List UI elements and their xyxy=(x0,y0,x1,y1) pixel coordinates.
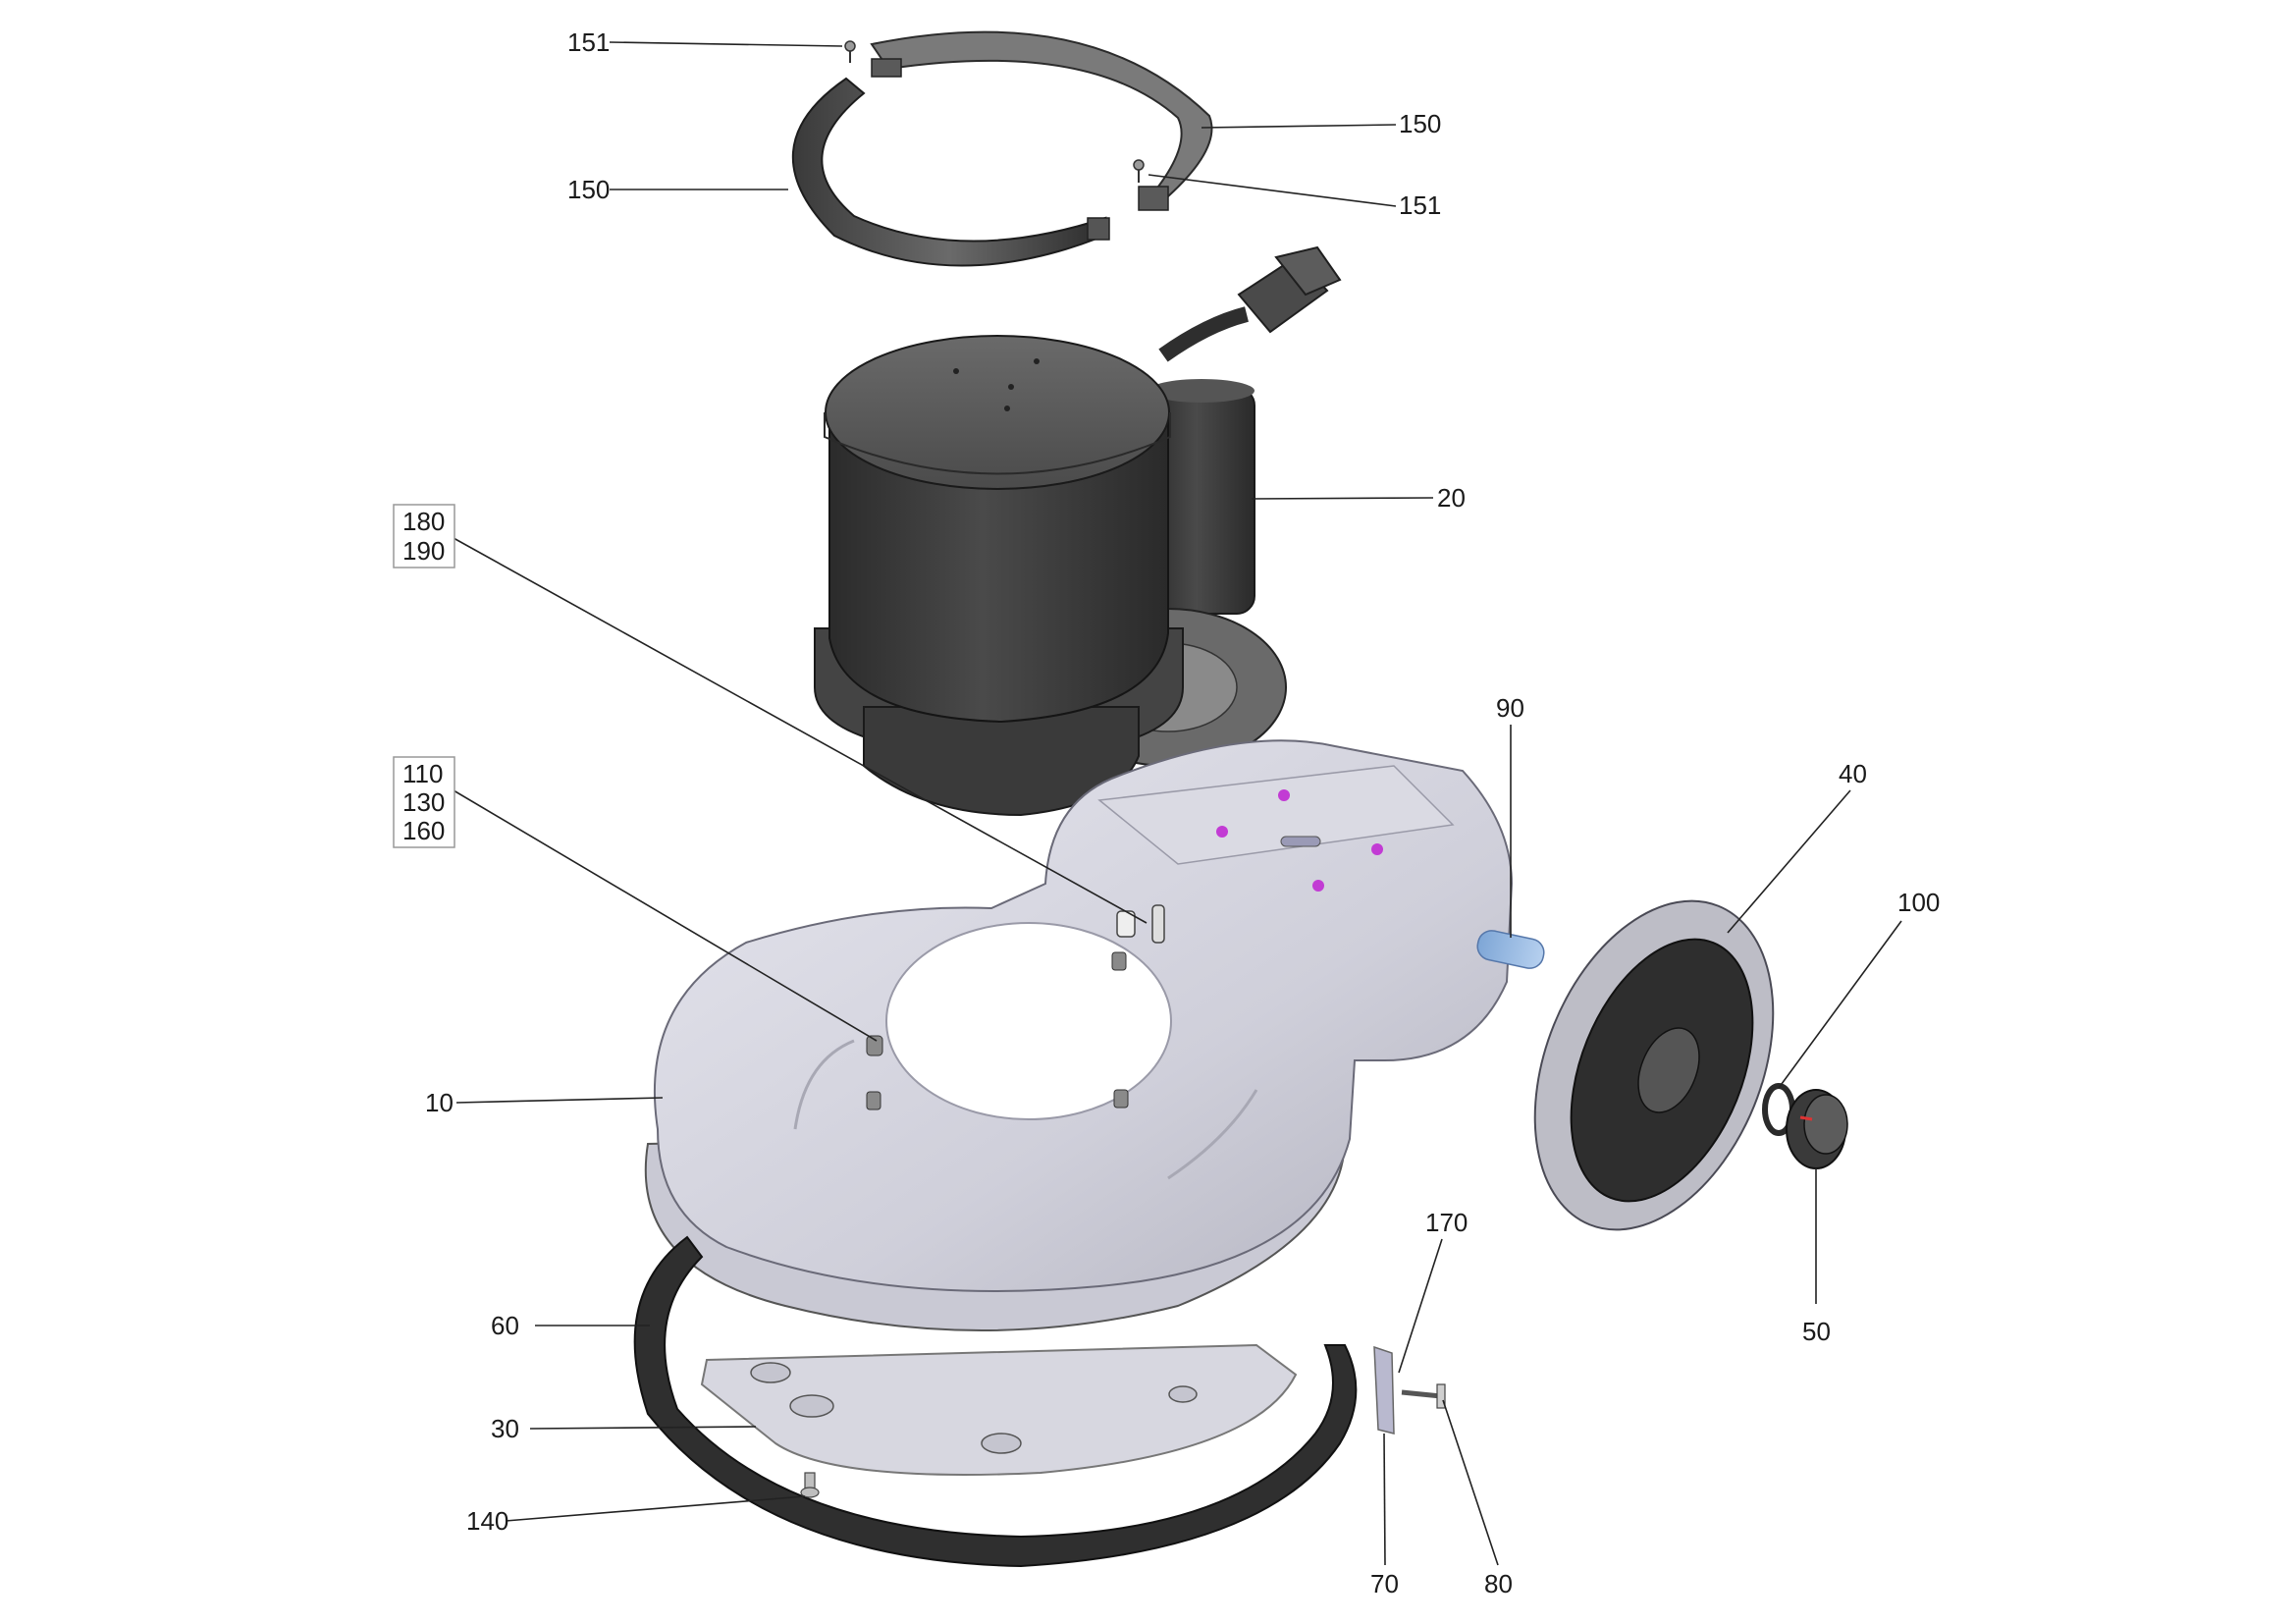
callout-110: 110 xyxy=(402,759,443,788)
callout-150-left: 150 xyxy=(567,175,610,204)
callout-60: 60 xyxy=(491,1311,519,1340)
callout-50: 50 xyxy=(1802,1317,1831,1346)
ring-screw-top xyxy=(844,40,856,63)
callout-180: 180 xyxy=(402,507,445,536)
callout-170: 170 xyxy=(1425,1208,1468,1237)
power-cord xyxy=(1158,245,1342,362)
ring-screw-right xyxy=(1133,159,1145,183)
callout-140: 140 xyxy=(466,1506,508,1536)
callout-40: 40 xyxy=(1839,759,1867,788)
callout-130: 130 xyxy=(402,787,445,817)
callout-90: 90 xyxy=(1496,693,1524,723)
bottom-plate xyxy=(700,1343,1298,1476)
wheel-cap xyxy=(1786,1089,1848,1169)
motor-capacitor xyxy=(1148,379,1255,615)
clamp-ring-front xyxy=(791,77,1110,267)
plate-screw xyxy=(800,1472,820,1498)
callout-151-right: 151 xyxy=(1399,190,1441,220)
callout-10: 10 xyxy=(425,1088,454,1117)
clamp-ring-rear xyxy=(870,30,1213,211)
wheel xyxy=(1533,899,1775,1231)
callout-100: 100 xyxy=(1897,888,1940,917)
motor xyxy=(814,335,1184,817)
callout-20: 20 xyxy=(1437,483,1466,513)
callout-150-right: 150 xyxy=(1399,109,1441,138)
callout-box-110-130-160 xyxy=(393,756,455,848)
callout-80: 80 xyxy=(1484,1569,1513,1598)
callout-30: 30 xyxy=(491,1414,519,1443)
bumper-ring xyxy=(633,1235,1358,1568)
base-housing xyxy=(644,739,1514,1331)
callout-151-top: 151 xyxy=(567,27,610,57)
callout-70: 70 xyxy=(1370,1569,1399,1598)
callout-190: 190 xyxy=(402,536,445,566)
bracket-bolt xyxy=(1401,1383,1446,1409)
axle xyxy=(1476,930,1545,969)
bumper-bracket xyxy=(1373,1345,1395,1435)
leader-lines xyxy=(453,41,1902,1566)
callout-160: 160 xyxy=(402,816,445,845)
callout-box-180-190 xyxy=(393,504,455,568)
